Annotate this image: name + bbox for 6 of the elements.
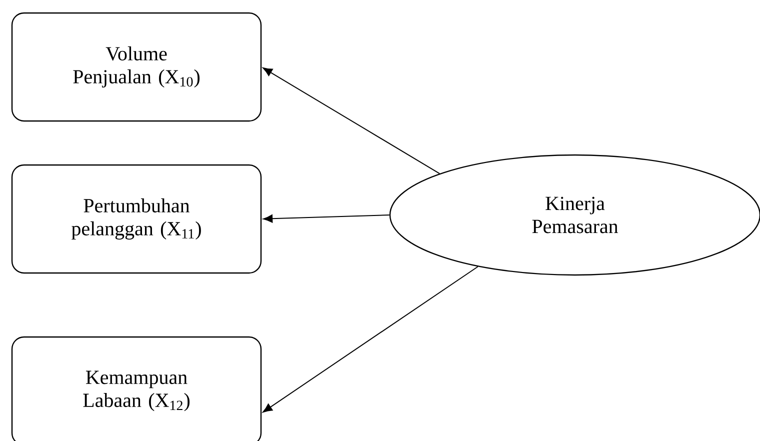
arrow [262, 67, 440, 174]
process-box: Kemampuan Labaan (X$_{12}$) [11, 336, 262, 441]
arrow [262, 266, 478, 412]
process-box: Pertumbuhan pelanggan (X$_{11}$) [11, 164, 262, 274]
arrow [263, 214, 390, 223]
process-box: Volume Penjualan (X$_{10}$) [11, 12, 262, 122]
